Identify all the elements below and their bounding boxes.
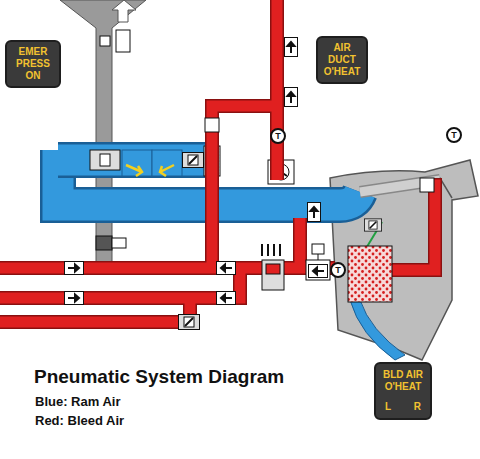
legend-text: Red: Bleed Air (35, 413, 124, 428)
warning-light: AIR DUCT O'HEAT (316, 36, 368, 84)
side-row: LR (381, 401, 425, 413)
warning-light: BLD AIR O'HEATLR (374, 362, 432, 420)
node-label: T (275, 130, 281, 142)
side-label: L (385, 401, 391, 413)
legend-text: Blue: Ram Air (35, 394, 120, 409)
temp-sensor: T (330, 262, 346, 278)
diagram-title: Pneumatic System Diagram (34, 366, 284, 388)
temp-sensor: T (270, 128, 286, 144)
temp-sensor: T (446, 127, 462, 143)
warning-light: EMER PRESS ON (5, 40, 61, 88)
node-label: T (335, 264, 341, 276)
node-label: AIR DUCT O'HEAT (323, 42, 361, 78)
node-label: T (451, 129, 457, 141)
node-label: EMER PRESS ON (12, 46, 54, 82)
legend-row: Red: Bleed Air (35, 413, 124, 428)
legend-row: Blue: Ram Air (35, 394, 120, 409)
side-label: R (414, 401, 421, 413)
node-label: BLD AIR O'HEAT (381, 369, 425, 393)
